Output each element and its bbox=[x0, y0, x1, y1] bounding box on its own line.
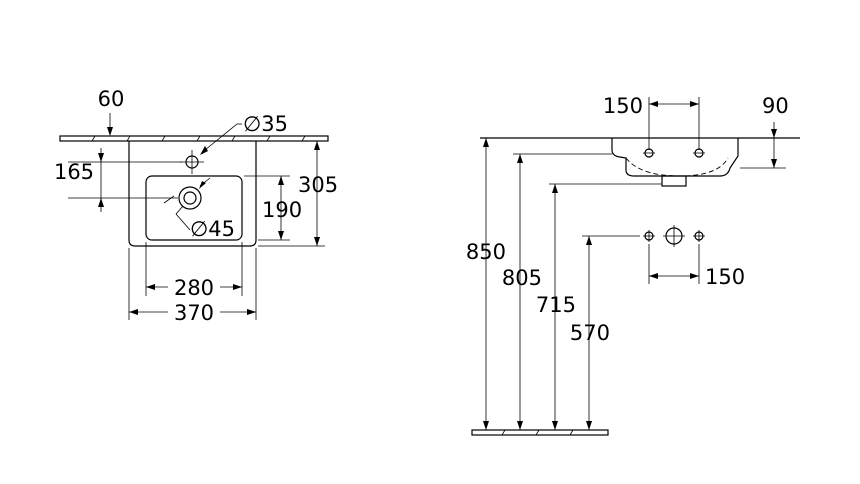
dim-bowl-width: 280 bbox=[145, 242, 243, 300]
dim-outer-width: 370 bbox=[128, 248, 257, 325]
label-outer-depth: 305 bbox=[298, 173, 338, 197]
dim-outer-depth: 305 bbox=[258, 140, 338, 247]
label-tap-hole-diameter: ∅35 bbox=[243, 112, 288, 136]
tap-hole bbox=[180, 150, 204, 174]
dim-rim-thickness: 90 bbox=[740, 94, 789, 169]
basin-outline-plan bbox=[128, 141, 257, 247]
tap-holes-elevation bbox=[643, 148, 705, 158]
dim-tap-hole-spacing-top: 150 bbox=[603, 94, 700, 150]
dim-wall-offset: 60 bbox=[98, 87, 125, 142]
label-outer-width: 370 bbox=[174, 301, 214, 325]
basin-outline-elevation bbox=[611, 138, 739, 177]
label-supply-height: 570 bbox=[570, 321, 610, 345]
plan-view: 60 ∅35 165 ∅45 bbox=[54, 87, 338, 325]
dim-supply-height: 570 bbox=[570, 236, 610, 430]
label-tap-hole-spacing-top: 150 bbox=[603, 94, 643, 118]
supply-fittings bbox=[643, 225, 705, 247]
label-trap-height: 715 bbox=[536, 293, 576, 317]
dim-rim-height: 850 bbox=[466, 138, 506, 430]
trap-stub bbox=[661, 175, 687, 187]
dim-waste-diameter: ∅45 bbox=[163, 177, 235, 241]
label-tap-hole-distance: 165 bbox=[54, 160, 94, 184]
label-bowl-width: 280 bbox=[174, 276, 214, 300]
basin-inner-curve bbox=[625, 157, 729, 177]
label-rim-height: 850 bbox=[466, 240, 506, 264]
dim-supply-spacing: 150 bbox=[648, 244, 745, 289]
label-waste-diameter: ∅45 bbox=[190, 217, 235, 241]
dim-tap-hole-diameter: ∅35 bbox=[200, 112, 288, 155]
dim-waste-height: 805 bbox=[502, 154, 542, 430]
dim-bowl-depth: 190 bbox=[244, 175, 302, 241]
floor-strip bbox=[471, 429, 609, 436]
label-wall-offset: 60 bbox=[98, 87, 125, 111]
dim-trap-height: 715 bbox=[536, 184, 576, 430]
label-supply-spacing: 150 bbox=[705, 265, 745, 289]
label-bowl-depth: 190 bbox=[262, 198, 302, 222]
bowl-outline-plan bbox=[145, 175, 243, 241]
waste-outlet bbox=[178, 186, 202, 210]
elevation-view: 150 90 bbox=[466, 94, 800, 436]
wall-strip-plan bbox=[59, 135, 329, 142]
label-rim-thickness: 90 bbox=[762, 94, 789, 118]
dim-tap-hole-distance: 165 bbox=[54, 148, 182, 212]
label-waste-height: 805 bbox=[502, 266, 542, 290]
